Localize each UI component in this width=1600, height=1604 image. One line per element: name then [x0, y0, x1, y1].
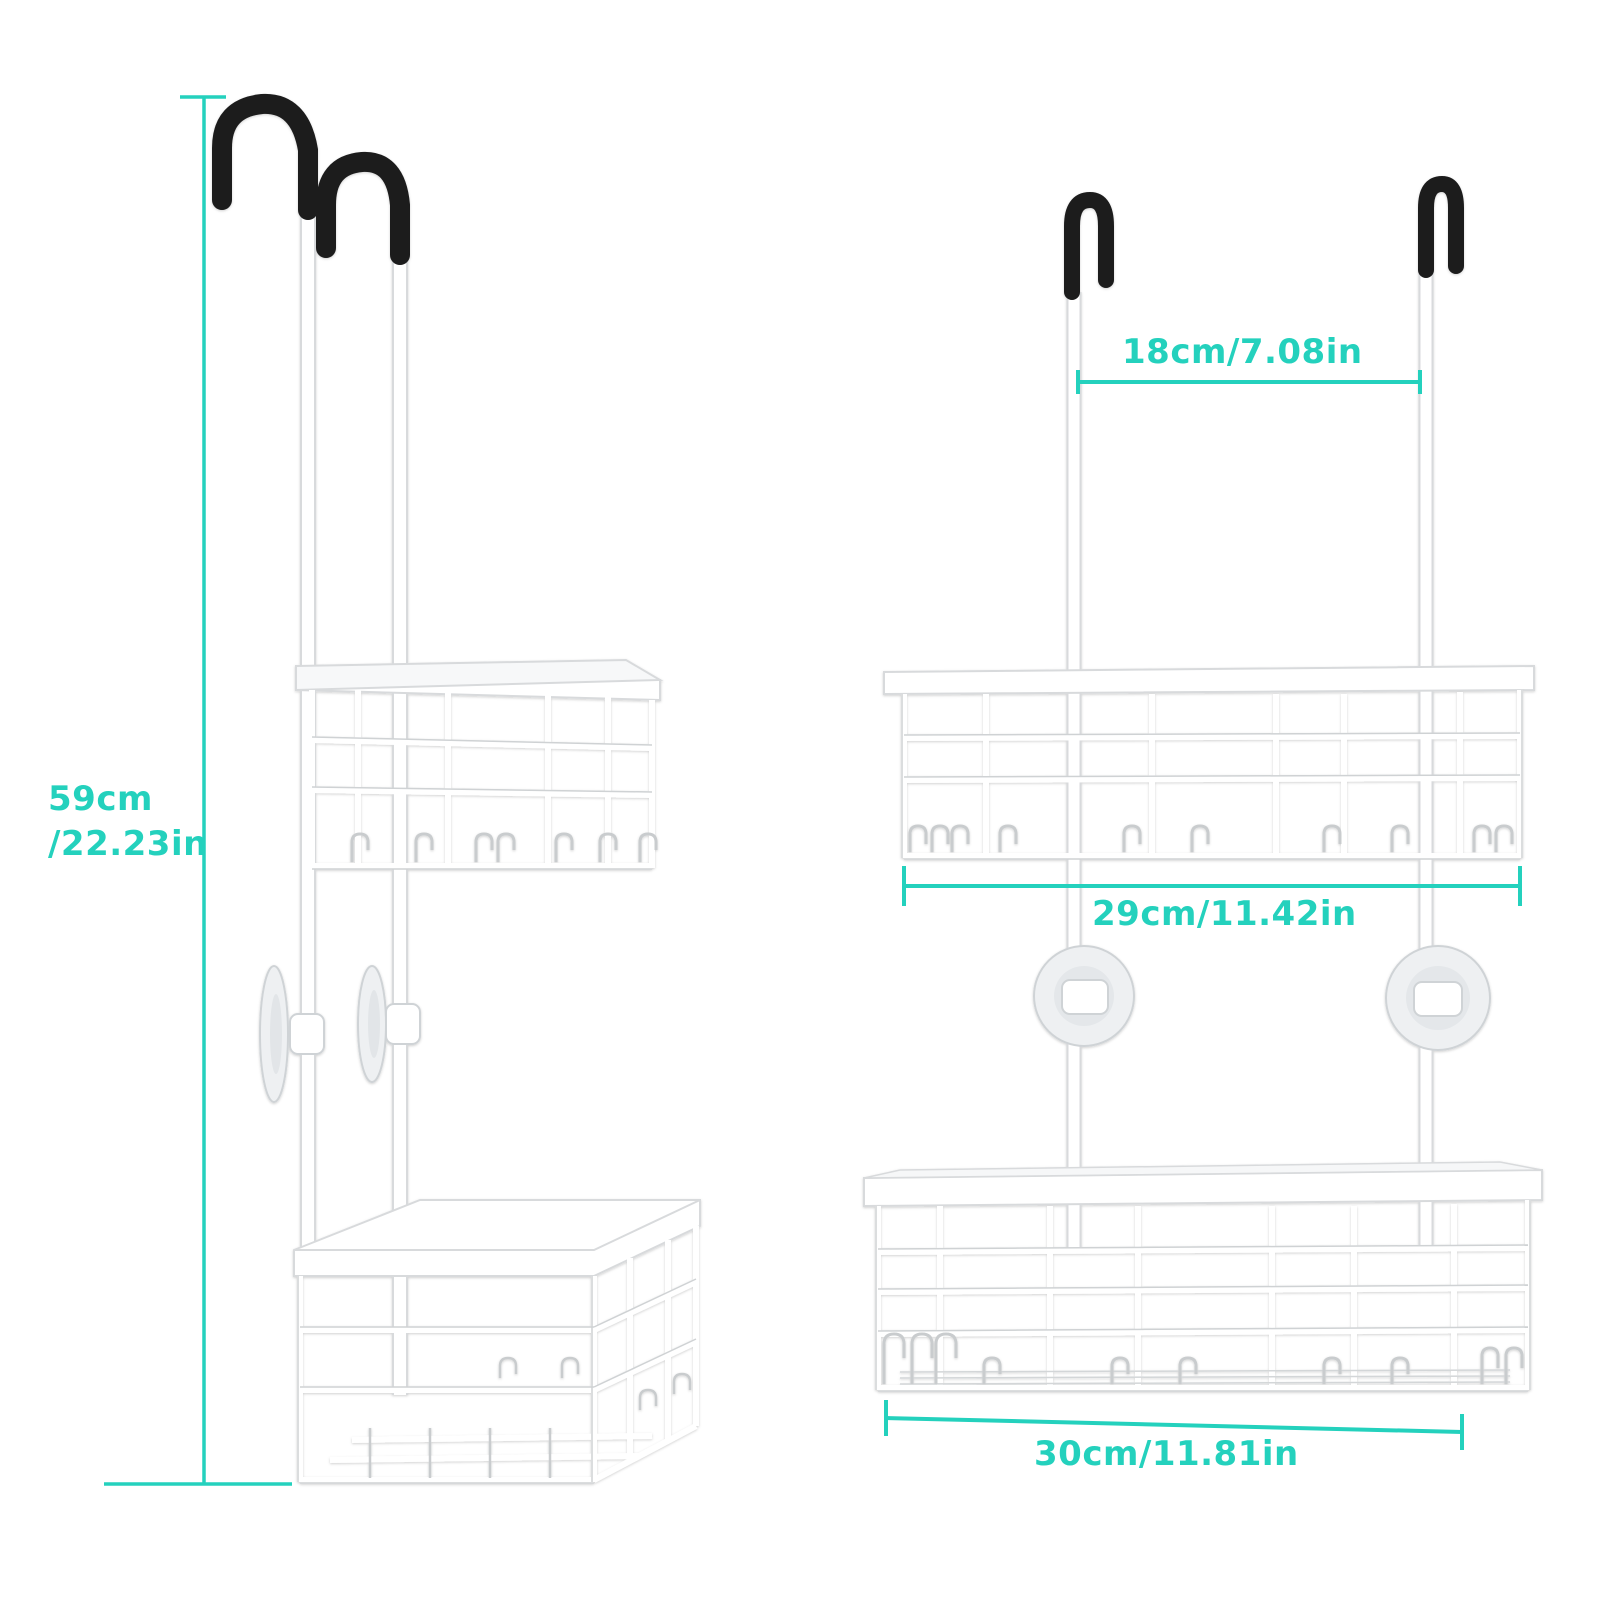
bottom-basket-width-label: 30cm/11.81in: [1034, 1434, 1299, 1474]
height-dimension-line: [104, 95, 292, 1486]
side-rear-hook: [212, 93, 318, 1250]
side-front-hook: [316, 151, 410, 1395]
hook-spacing-dimension-line: [1076, 370, 1422, 394]
height-label: 59cm /22.23in: [48, 778, 208, 865]
front-left-hook-icon: [1064, 191, 1114, 300]
front-suction-cup-right: [1385, 945, 1491, 1051]
hook-spacing-label: 18cm/7.08in: [1122, 332, 1363, 372]
front-view: [863, 175, 1543, 1392]
height-cm-label: 59cm: [48, 779, 153, 819]
side-bottom-basket: [293, 1199, 701, 1484]
side-suction-cup-rear: [259, 965, 325, 1103]
front-bottom-basket: [863, 1161, 1543, 1392]
side-top-basket: [295, 658, 664, 870]
bottom-basket-width-dimension-line: [884, 1400, 1464, 1450]
front-right-hook-icon: [1418, 175, 1464, 278]
front-top-basket: [883, 664, 1535, 860]
top-basket-width-label: 29cm/11.42in: [1092, 894, 1357, 934]
top-basket-width-dimension-line: [902, 866, 1522, 906]
side-suction-cup-front: [357, 965, 421, 1083]
side-view: [212, 93, 701, 1484]
height-in-label: /22.23in: [48, 823, 208, 864]
front-suction-cup-left: [1033, 945, 1135, 1047]
